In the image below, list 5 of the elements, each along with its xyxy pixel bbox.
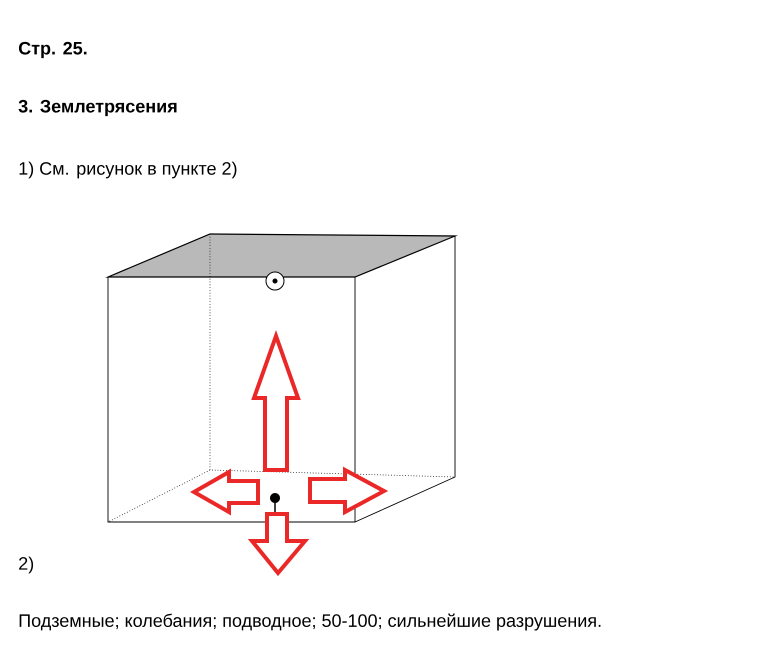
text-line: 1) См. рисунок в пункте 2) — [20, 162, 236, 178]
heading: Стр. 25. — [18, 42, 86, 58]
text-line: Подземные; колебания; подводное; 50-100; сильнейшие разрушения. — [20, 613, 600, 631]
text-line: 2) — [19, 556, 34, 574]
heading: 3. Землетрясения — [18, 100, 176, 116]
